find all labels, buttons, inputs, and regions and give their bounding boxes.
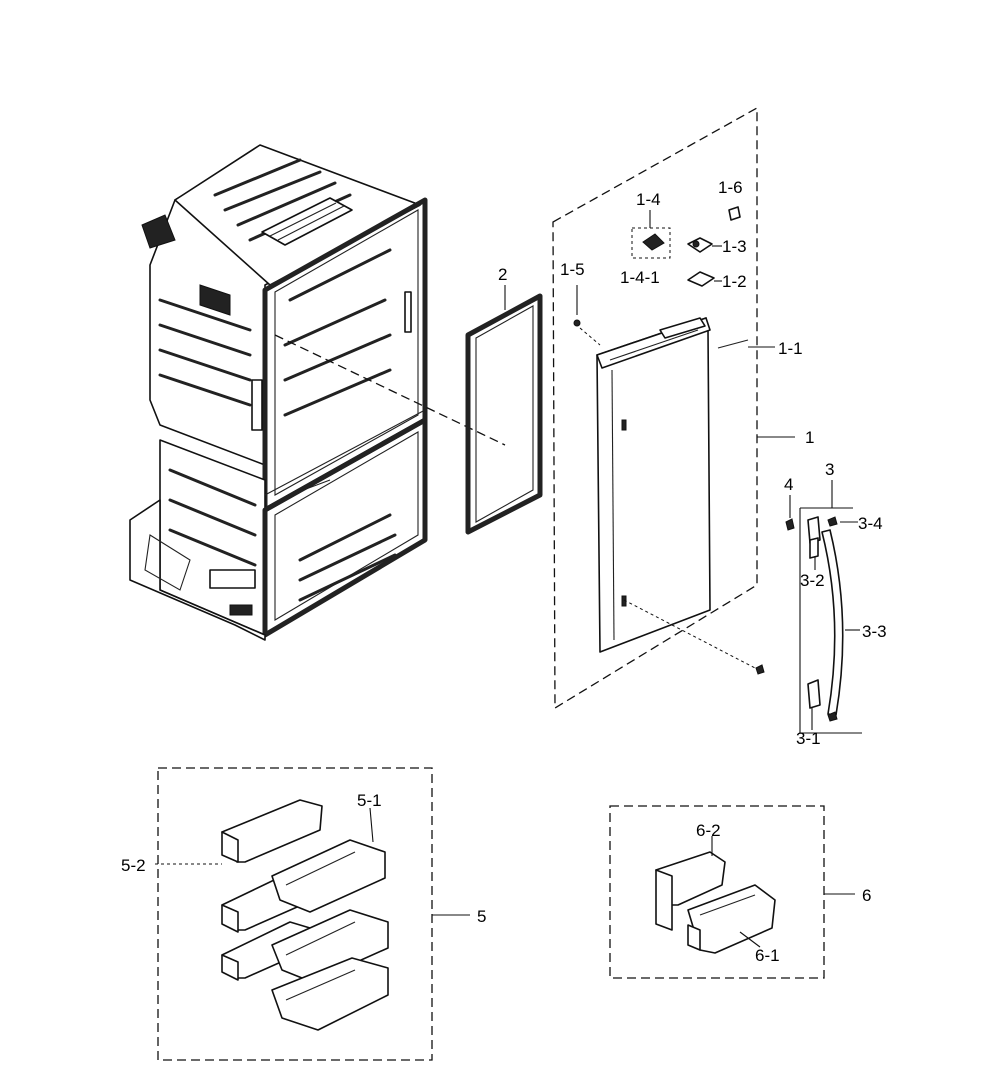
label-1-6: 1-6 [718,178,743,197]
label-5: 5 [477,907,486,926]
label-6: 6 [862,886,871,905]
door-bins-5 [221,799,389,1031]
label-1-2: 1-2 [722,272,747,291]
part-1-4-box [631,227,671,259]
label-1: 1 [805,428,814,447]
label-4: 4 [784,475,793,494]
label-1-1: 1-1 [778,339,803,358]
label-1-4-1: 1-4-1 [620,268,660,287]
label-3-4: 3-4 [858,514,883,533]
label-3-1: 3-1 [796,729,821,748]
label-6-2: 6-2 [696,821,721,840]
door-bins-6 [655,851,776,954]
label-5-1: 5-1 [357,791,382,810]
label-5-2: 5-2 [121,856,146,875]
refrigerator-cabinet [129,144,428,641]
label-1-5: 1-5 [560,260,585,279]
label-1-3: 1-3 [722,237,747,256]
fridge-door [596,317,765,675]
label-3-3: 3-3 [862,622,887,641]
door-handle [821,529,844,716]
door-bins-group-outline [157,767,433,1061]
door-bins-group-6-outline [609,805,825,979]
label-3: 3 [825,460,834,479]
label-1-4: 1-4 [636,190,661,209]
assembly-line-door-pin [623,599,756,669]
label-6-1: 6-1 [755,946,780,965]
door-assembly-outline [552,106,758,710]
handle-assembly-bracket [799,507,862,734]
label-3-2: 3-2 [800,571,825,590]
door-gasket [465,293,543,535]
label-2: 2 [498,265,507,284]
